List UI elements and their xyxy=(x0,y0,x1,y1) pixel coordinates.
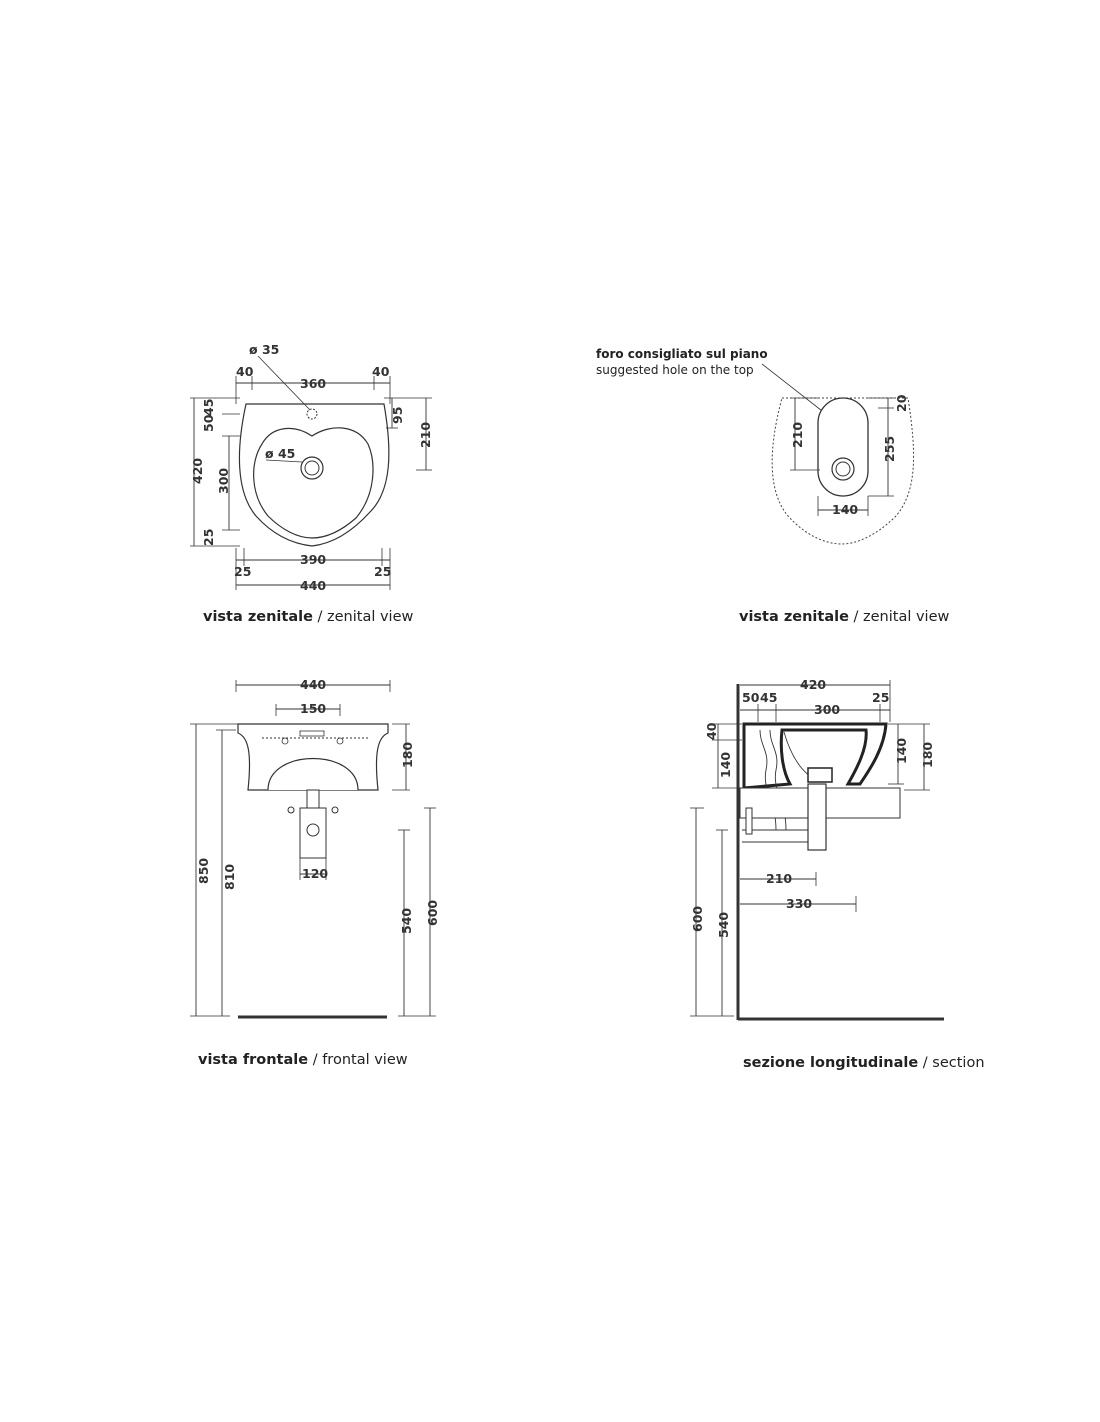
dim-45: 45 xyxy=(201,399,216,416)
caption-top-left: vista zenitale / zenital view xyxy=(203,609,414,625)
note-hole-en: suggested hole on the top xyxy=(596,363,754,377)
front-siphon-neck xyxy=(306,789,320,809)
basin-section xyxy=(742,722,888,790)
dim-420-section: 420 xyxy=(800,677,826,692)
dim-95: 95 xyxy=(390,407,405,424)
dim-25-section: 25 xyxy=(872,690,889,705)
dim-210-section: 210 xyxy=(766,871,792,886)
dim-210-right: 210 xyxy=(418,422,433,448)
dim-120: 120 xyxy=(302,866,328,881)
dim-390: 390 xyxy=(300,552,326,567)
dim-150: 150 xyxy=(300,701,326,716)
dim-140-section-left: 140 xyxy=(718,752,733,778)
dim-440-front: 440 xyxy=(300,677,326,692)
dim-810: 810 xyxy=(222,864,237,890)
dim-600-front: 600 xyxy=(425,900,440,926)
dim-d35: ø 35 xyxy=(249,342,279,357)
dim-25-left: 25 xyxy=(201,529,216,546)
dim-140-section-right: 140 xyxy=(894,738,909,764)
dim-25-bottom-left: 25 xyxy=(234,564,251,579)
front-siphon-body xyxy=(299,807,327,859)
basin-dotted-outline xyxy=(771,397,915,545)
dim-330-section: 330 xyxy=(786,896,812,911)
dim-440: 440 xyxy=(300,578,326,593)
dim-850: 850 xyxy=(196,858,211,884)
dim-300: 300 xyxy=(216,468,231,494)
dim-40-right: 40 xyxy=(372,364,390,379)
drain-hole xyxy=(300,456,324,480)
dim-210-hole: 210 xyxy=(790,422,805,448)
dim-255-hole: 255 xyxy=(882,436,897,462)
dim-50: 50 xyxy=(201,414,216,432)
caption-bottom-right: sezione longitudinale / section xyxy=(743,1055,985,1071)
dim-420: 420 xyxy=(190,458,205,484)
section-siphon xyxy=(807,783,827,851)
dim-d45: ø 45 xyxy=(265,446,295,461)
dim-140-hole: 140 xyxy=(832,502,858,517)
view-top-right: foro consigliato sul piano suggested hol… xyxy=(596,347,950,625)
dim-540-section: 540 xyxy=(716,912,731,938)
view-top-left: ø 35 40 360 40 45 50 420 300 25 95 210 ø… xyxy=(190,342,433,625)
dim-40-left: 40 xyxy=(236,364,254,379)
dim-180-front: 180 xyxy=(400,742,415,768)
dim-40-section: 40 xyxy=(704,722,719,740)
basin-bowl-top xyxy=(253,427,374,539)
dim-540-front: 540 xyxy=(399,908,414,934)
dim-180-section: 180 xyxy=(920,742,935,768)
dim-600-section: 600 xyxy=(690,906,705,932)
dim-20-hole: 20 xyxy=(894,394,909,412)
suggested-hole xyxy=(817,397,869,497)
tap-hole xyxy=(306,408,318,420)
note-hole-it: foro consigliato sul piano xyxy=(596,347,768,361)
dim-50-section: 50 xyxy=(742,690,760,705)
dim-45-section: 45 xyxy=(760,690,777,705)
dim-25-bottom-right: 25 xyxy=(374,564,391,579)
caption-top-right: vista zenitale / zenital view xyxy=(739,609,950,625)
caption-bottom-left: vista frontale / frontal view xyxy=(198,1052,408,1068)
view-bottom-right: 420 50 45 25 300 40 140 140 xyxy=(690,677,985,1071)
dim-300-section: 300 xyxy=(814,702,840,717)
view-bottom-left: 440 150 120 180 850 810 xyxy=(190,677,440,1068)
dim-360: 360 xyxy=(300,376,326,391)
